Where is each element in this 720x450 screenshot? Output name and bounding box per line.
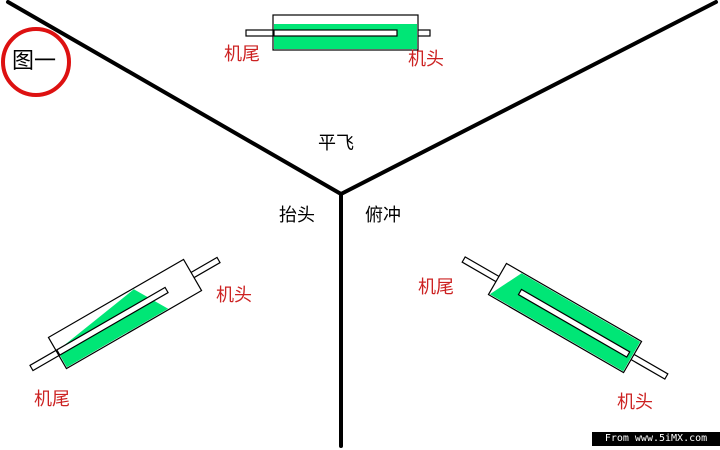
figure-label-circle <box>1 27 71 97</box>
level-tail-label: 机尾 <box>224 44 260 65</box>
watermark: From www.5iMX.com <box>592 432 720 446</box>
sensor-level <box>245 14 431 51</box>
sensor-nose-up <box>29 256 221 372</box>
nose-down-tail-label: 机尾 <box>418 277 454 298</box>
sensor-nose-up-rod-inner <box>55 286 169 356</box>
nose-down-nose-label: 机头 <box>617 392 653 413</box>
nose-up-tail-label: 机尾 <box>34 389 70 410</box>
level-nose-label: 机头 <box>408 49 444 70</box>
zone-label-level: 平飞 <box>318 133 354 154</box>
divider-lines <box>6 0 718 448</box>
sensor-nose-down <box>461 256 669 380</box>
zone-label-nose-up: 抬头 <box>279 205 315 226</box>
sensor-level-rod-inner <box>273 29 398 37</box>
sensor-nose-down-rod-inner <box>517 288 631 358</box>
nose-up-nose-label: 机头 <box>216 285 252 306</box>
divider-right <box>339 0 718 196</box>
zone-label-nose-down: 俯冲 <box>365 205 401 226</box>
divider-left <box>6 0 343 196</box>
figure-label: 图一 <box>12 49 57 74</box>
